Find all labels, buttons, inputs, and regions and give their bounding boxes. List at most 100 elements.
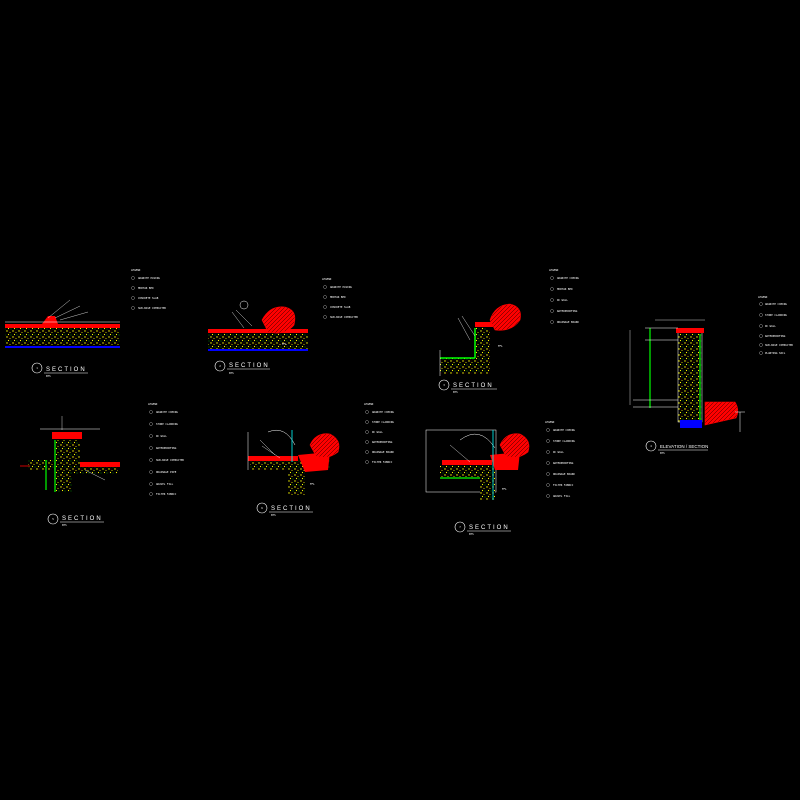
detail-7-scale: NTS: [469, 532, 474, 536]
detail-2-legend-heading: LEGEND: [322, 277, 332, 281]
detail-6: FFL 6 SECTION NTS LEGEND GRANITE COPING …: [247, 402, 394, 517]
svg-text:GRANITE PAVING: GRANITE PAVING: [330, 285, 352, 289]
detail-3-scale: NTS: [453, 390, 458, 394]
svg-text:GRANITE COPING: GRANITE COPING: [765, 302, 787, 306]
detail-4-legend: LEGEND GRANITE COPING STONE CLADDING RC …: [758, 295, 794, 355]
detail-1: 1 SECTION NTS LEGEND GRANITE PAVING MORT…: [5, 268, 167, 378]
detail-5-scale: NTS: [62, 523, 67, 527]
legend-item: RC WALL: [149, 434, 167, 438]
detail-6-title-text: SECTION: [271, 506, 312, 512]
svg-text:MORTAR BED: MORTAR BED: [138, 286, 154, 290]
svg-text:STONE CLADDING: STONE CLADDING: [765, 313, 787, 317]
detail-7-marker: 7: [459, 525, 461, 529]
detail-1-legend-heading: LEGEND: [131, 268, 141, 272]
svg-text:DRAINAGE PIPE: DRAINAGE PIPE: [156, 470, 177, 474]
svg-text:WATERPROOFING: WATERPROOFING: [765, 334, 786, 338]
svg-text:GRANITE COPING: GRANITE COPING: [557, 276, 579, 280]
detail-4: 4 ELEVATION / SECTION NTS LEGEND GRANITE…: [629, 295, 794, 455]
svg-text:FILTER FABRIC: FILTER FABRIC: [553, 483, 574, 487]
svg-text:RC WALL: RC WALL: [765, 324, 776, 328]
legend-item: GRANITE PAVING: [323, 285, 352, 289]
detail-1-title: 1 SECTION NTS: [31, 362, 88, 378]
detail-4-title: 4 ELEVATION / SECTION NTS: [645, 440, 708, 455]
detail-3-marker: 3: [443, 383, 445, 387]
svg-text:SUB-BASE COMPACTED: SUB-BASE COMPACTED: [138, 306, 167, 310]
detail-4-title-text: ELEVATION / SECTION: [660, 444, 708, 449]
svg-text:FFL: FFL: [498, 344, 503, 348]
detail-6-marker: 6: [261, 506, 263, 510]
detail-5-legend-heading: LEGEND: [148, 402, 158, 406]
svg-text:WATERPROOFING: WATERPROOFING: [372, 440, 393, 444]
detail-3-legend-heading: LEGEND: [549, 268, 559, 272]
legend-item: STONE CLADDING: [546, 439, 575, 443]
detail-4-marker: 4: [650, 444, 652, 448]
detail-3: FFL 3 SECTION NTS LEGEND GRANITE COPING …: [438, 268, 579, 394]
detail-2-drawing: FFL: [208, 300, 308, 351]
legend-item: RC WALL: [550, 298, 568, 302]
detail-7-drawing: FFL: [425, 429, 530, 500]
svg-text:WATERPROOFING: WATERPROOFING: [156, 446, 177, 450]
detail-6-legend-heading: LEGEND: [364, 402, 374, 406]
detail-3-drawing: FFL: [439, 303, 521, 376]
detail-2-marker: 2: [219, 364, 221, 368]
svg-text:DRAINAGE BOARD: DRAINAGE BOARD: [372, 450, 394, 454]
legend-item: SUB-BASE COMPACTED: [323, 315, 359, 319]
svg-text:STONE CLADDING: STONE CLADDING: [156, 422, 178, 426]
legend-item: MORTAR BED: [550, 287, 573, 291]
svg-text:MORTAR BED: MORTAR BED: [557, 287, 573, 291]
svg-text:CONCRETE SLAB: CONCRETE SLAB: [138, 296, 159, 300]
legend-item: RC WALL: [759, 324, 776, 328]
detail-5-title-text: SECTION: [62, 516, 103, 522]
detail-1-legend: LEGEND GRANITE PAVING MORTAR BED CONCRET…: [131, 268, 167, 310]
svg-text:DRAINAGE BOARD: DRAINAGE BOARD: [557, 320, 579, 324]
legend-item: GRAVEL FILL: [149, 482, 174, 486]
detail-7-title-text: SECTION: [469, 525, 510, 531]
svg-text:FILTER FABRIC: FILTER FABRIC: [372, 460, 393, 464]
detail-6-drawing: FFL: [247, 429, 340, 495]
svg-text:GRAVEL FILL: GRAVEL FILL: [553, 494, 571, 498]
svg-text:GRANITE COPING: GRANITE COPING: [372, 410, 394, 414]
detail-7-legend: LEGEND GRANITE COPING STONE CLADDING RC …: [545, 420, 575, 498]
svg-text:RC WALL: RC WALL: [156, 434, 167, 438]
legend-item: FILTER FABRIC: [149, 492, 177, 496]
svg-text:WATERPROOFING: WATERPROOFING: [557, 309, 578, 313]
svg-text:STONE CLADDING: STONE CLADDING: [553, 439, 575, 443]
detail-7: FFL 7 SECTION NTS LEGEND GRANITE COPING …: [425, 420, 575, 536]
svg-text:PLANTING SOIL: PLANTING SOIL: [765, 351, 786, 355]
svg-text:RC WALL: RC WALL: [372, 430, 383, 434]
legend-item: GRANITE COPING: [550, 276, 579, 280]
svg-text:CONCRETE SLAB: CONCRETE SLAB: [330, 305, 351, 309]
legend-item: CONCRETE SLAB: [131, 296, 159, 300]
detail-2-title-text: SECTION: [229, 363, 270, 369]
detail-6-scale: NTS: [271, 513, 276, 517]
detail-7-title: 7 SECTION NTS: [454, 521, 511, 536]
detail-1-marker-circle: [31, 362, 43, 374]
svg-text:RC WALL: RC WALL: [553, 450, 564, 454]
detail-5-marker: 5: [52, 517, 54, 521]
legend-item: WATERPROOFING: [546, 461, 574, 465]
detail-4-legend-heading: LEGEND: [758, 295, 768, 299]
detail-4-scale: NTS: [660, 451, 665, 455]
legend-item: DRAINAGE BOARD: [550, 320, 579, 324]
detail-1-drawing: [5, 299, 120, 348]
legend-item: CONCRETE SLAB: [323, 305, 351, 309]
legend-item: STONE CLADDING: [365, 420, 394, 424]
legend-item: WATERPROOFING: [759, 334, 786, 338]
detail-1-title-text: SECTION: [46, 367, 87, 373]
legend-item: DRAINAGE BOARD: [546, 472, 575, 476]
detail-5-title: 5 SECTION NTS: [47, 513, 104, 527]
detail-5-legend: LEGEND GRANITE COPING STONE CLADDING RC …: [148, 402, 185, 496]
svg-text:RC WALL: RC WALL: [557, 298, 568, 302]
detail-3-legend: LEGEND GRANITE COPING MORTAR BED RC WALL…: [549, 268, 579, 324]
detail-3-title-text: SECTION: [453, 383, 494, 389]
legend-item: GRANITE COPING: [365, 410, 394, 414]
svg-text:MORTAR BED: MORTAR BED: [330, 295, 346, 299]
detail-1-scale: NTS: [46, 374, 51, 378]
svg-text:GRAVEL FILL: GRAVEL FILL: [156, 482, 174, 486]
detail-1-marker: 1: [36, 366, 38, 370]
legend-item: RC WALL: [546, 450, 564, 454]
legend-item: PLANTING SOIL: [759, 351, 786, 355]
detail-2: FFL 2 SECTION NTS LEGEND GRANITE PAVING …: [208, 277, 359, 375]
legend-item: GRAVEL FILL: [546, 494, 571, 498]
